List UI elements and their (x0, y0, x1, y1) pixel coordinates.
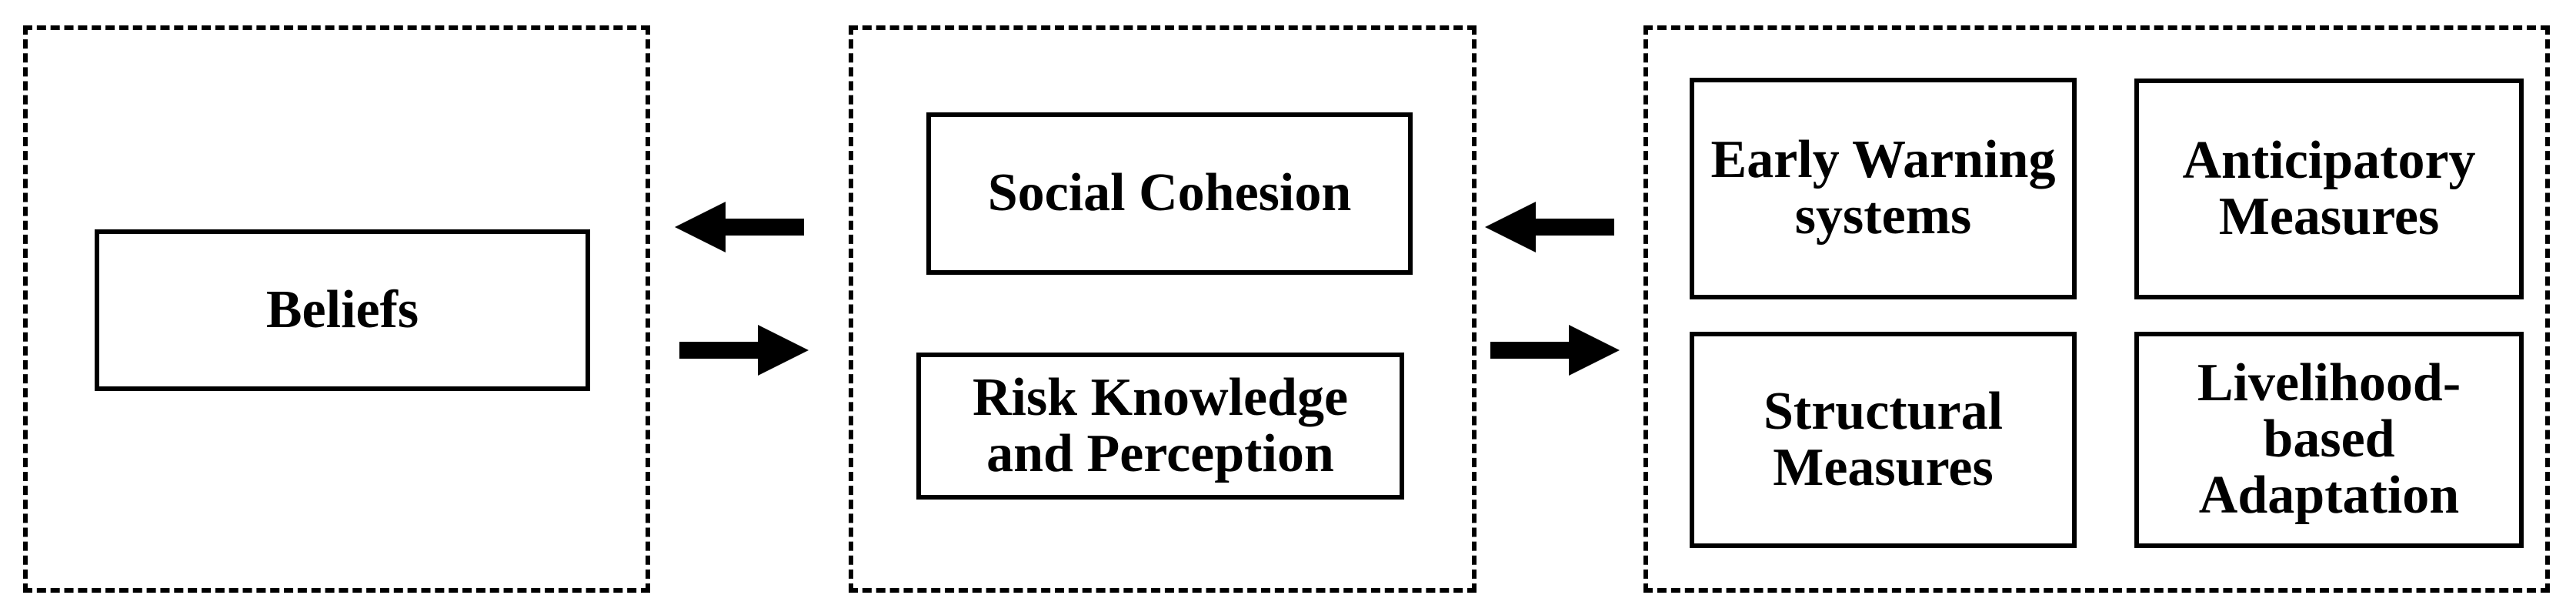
risk-knowledge-label: Risk Knowledge and Perception (972, 367, 1349, 483)
social-cohesion-label: Social Cohesion (987, 163, 1352, 223)
arrow-left-icon (1485, 202, 1614, 252)
arrow-right-icon (679, 325, 809, 376)
beliefs-box: Beliefs (95, 229, 590, 391)
early-warning-label: Early Warning systems (1710, 130, 2056, 246)
measures-panel: Early Warning systems Anticipatory Measu… (1643, 25, 2550, 593)
beliefs-panel: Beliefs (23, 25, 650, 593)
livelihood-adaptation-label: Livelihood- based Adaptation (2197, 353, 2461, 525)
beliefs-label: Beliefs (265, 279, 419, 339)
social-cohesion-box: Social Cohesion (926, 112, 1413, 275)
arrow-right-icon (1490, 325, 1620, 376)
livelihood-adaptation-box: Livelihood- based Adaptation (2134, 332, 2524, 548)
early-warning-box: Early Warning systems (1690, 78, 2077, 299)
cognition-panel: Social Cohesion Risk Knowledge and Perce… (849, 25, 1477, 593)
structural-measures-box: Structural Measures (1690, 332, 2077, 548)
anticipatory-measures-label: Anticipatory Measures (2182, 130, 2476, 246)
structural-measures-label: Structural Measures (1763, 381, 2004, 497)
risk-knowledge-box: Risk Knowledge and Perception (916, 353, 1404, 500)
anticipatory-measures-box: Anticipatory Measures (2134, 79, 2524, 299)
arrow-left-icon (675, 202, 804, 252)
